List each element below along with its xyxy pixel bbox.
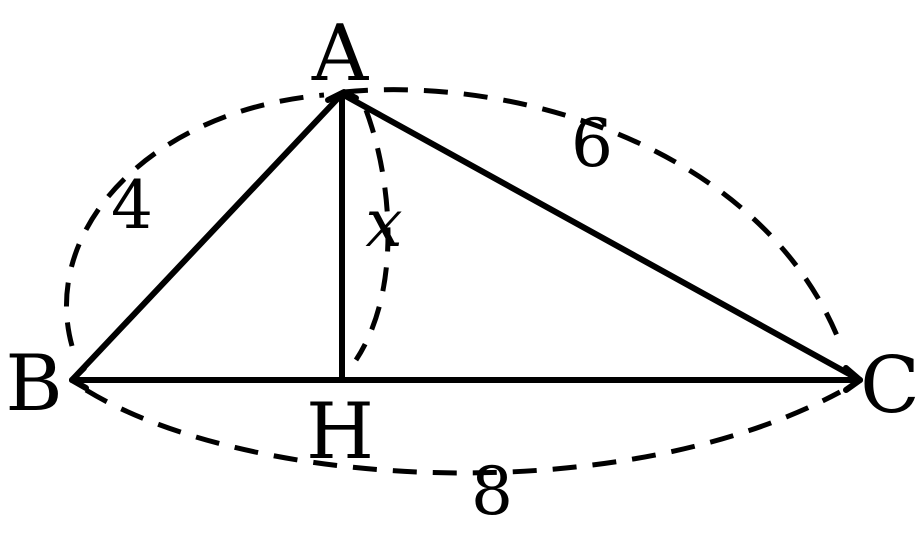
arc-ab [64, 92, 325, 347]
length-label-ac: 6 [571, 105, 613, 182]
arrowhead-c [843, 365, 863, 393]
arrowheads [69, 89, 863, 393]
arc-bc [84, 387, 842, 476]
arc-ah [353, 109, 391, 362]
length-label-ah: x [365, 185, 402, 262]
length-label-ab: 4 [111, 167, 153, 244]
vertex-label-c: C [860, 341, 920, 431]
arrowhead-a [325, 89, 359, 103]
arc-ac [343, 87, 841, 339]
length-label-bc: 8 [471, 453, 513, 530]
arrowhead-b [69, 365, 89, 391]
vertex-label-b: B [5, 339, 62, 429]
vertex-label-h: H [306, 387, 374, 477]
vertex-label-a: A [311, 9, 370, 99]
triangle-lines [69, 91, 863, 383]
dimension-arcs [64, 87, 842, 476]
side-ac [339, 91, 863, 383]
side-ab [69, 91, 345, 383]
